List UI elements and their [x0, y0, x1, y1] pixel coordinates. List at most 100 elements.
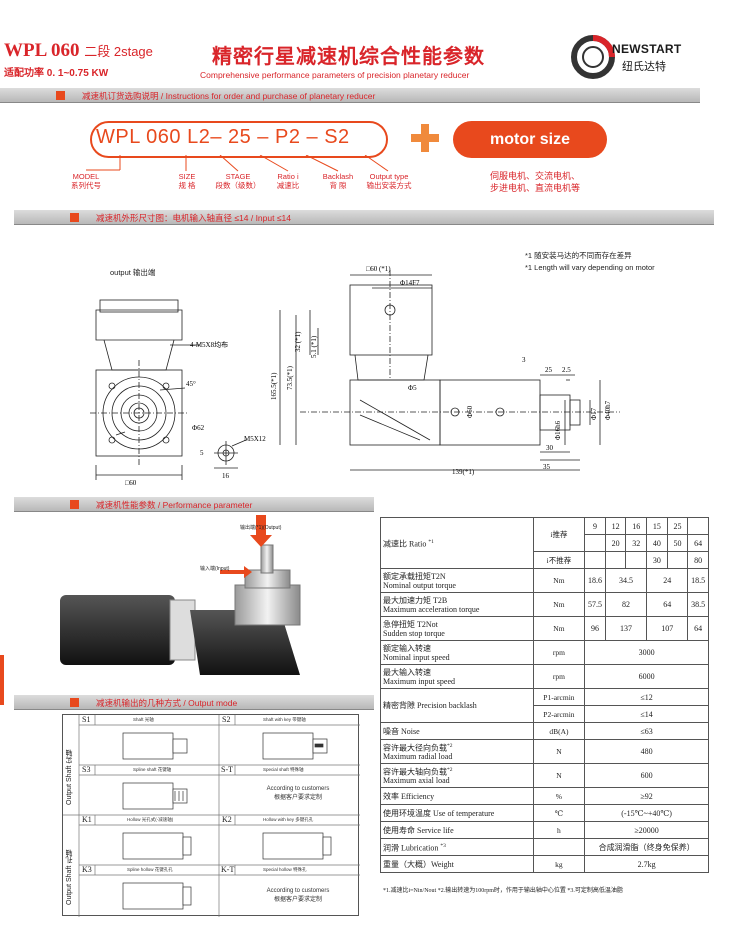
value-cell: 64 — [646, 592, 689, 617]
ratio-cell: 25 — [666, 517, 689, 535]
custom-hollow-note: According to customers 根据客户要求定制 — [238, 887, 358, 905]
spec-row-life: 使用寿命 Service life h ≥20000 — [380, 821, 709, 839]
noise-label: 噪音 Noise — [380, 722, 534, 740]
efficiency-unit: % — [532, 787, 586, 805]
section-output-mode-title: 减速机输出的几种方式 / Output mode — [96, 698, 238, 708]
axial-load-cn: 容许最大轴向负载 — [383, 767, 447, 777]
max-speed-en: Maximum input speed — [383, 676, 455, 686]
lubrication-label: 润滑 Lubrication *3 — [380, 838, 534, 856]
right-angle-housing — [190, 610, 300, 675]
mode-name-k1: Hollow 光孔式(-减速轴) — [127, 817, 174, 822]
label-backlash: Backlash 背 隙 — [320, 172, 356, 190]
mode-name-k2: Hollow with key 多键孔孔 — [263, 817, 314, 822]
radial-load-en: Maximum radial load — [383, 752, 453, 762]
value-cell: 34.5 — [604, 568, 648, 593]
ratio-label-text: 减速比 Ratio — [383, 539, 427, 549]
radial-load-unit: N — [532, 739, 586, 764]
radial-load-cn: 容许最大径向负载 — [383, 743, 447, 753]
dim-input-bore: Φ14F7 — [400, 279, 420, 287]
mode-name-k3: Spline hollow 花键孔孔 — [127, 867, 173, 872]
gear-logo-icon — [571, 35, 615, 79]
label-output-type: Output type 输出安装方式 — [362, 172, 416, 190]
label-backlash-cn: 背 隙 — [329, 181, 347, 190]
dim-motor-square: □60 (*1) — [366, 265, 391, 273]
i-recommend: i推荐 — [532, 517, 586, 552]
side-view — [279, 270, 620, 471]
input-end-note: 输入端(Input) — [200, 565, 230, 572]
input-speed-cn: 额定输入转速 — [383, 643, 431, 653]
max-speed-value: 6000 — [584, 664, 709, 689]
dim-output-total: 35 — [543, 463, 551, 471]
ratio-cell: 12 — [604, 517, 627, 535]
temperature-value: (-15℃~+40℃) — [584, 804, 709, 822]
weight-label: 重量（大概）Weight — [380, 855, 534, 873]
ratio-cell: 15 — [646, 517, 668, 535]
ratio-cell: 50 — [666, 534, 689, 552]
backlash-p2-value: ≤14 — [584, 705, 709, 723]
mode-code-k1: K1 — [82, 815, 92, 824]
mode-code-k3: K3 — [82, 865, 92, 874]
motor-size-box: motor size — [453, 121, 607, 158]
label-size-en: SIZE — [178, 172, 196, 181]
label-output-type-en: Output type — [369, 172, 409, 181]
model-name: WPL 060 — [4, 40, 80, 61]
section-bullet-icon — [70, 213, 79, 222]
noise-value: ≤63 — [584, 722, 709, 740]
dim-flange-offset: 5.1 (*1) — [310, 335, 318, 358]
brand-name: NEWSTART — [612, 42, 682, 56]
ratio-cell — [625, 551, 648, 569]
label-leader-lines — [86, 155, 389, 172]
section-bullet-icon — [56, 91, 65, 100]
ratio-cell — [584, 551, 606, 569]
dim-body-dia: Φ60 — [466, 405, 474, 418]
output-end-label: output 输出端 — [110, 268, 156, 277]
value-cell: 64 — [687, 616, 709, 641]
i-not-recommend: i不推荐 — [532, 551, 586, 569]
label-stage-cn: 段数（级数） — [215, 181, 261, 190]
page-title: 精密行星减速机综合性能参数 — [212, 44, 485, 68]
dim-shaft-length: 25 — [545, 366, 553, 374]
input-speed-en: Nominal input speed — [383, 652, 450, 662]
stop-torque-cn: 急停扭矩 T2Not — [383, 619, 438, 629]
ratio-cell: 40 — [646, 534, 668, 552]
output-mode-table: Output Shaft 实轴 Output Shaft 孔轴 S1 — [62, 714, 360, 917]
dim-shoulder: 2.5 — [562, 366, 571, 374]
dim-pcd: Φ62 — [192, 424, 205, 432]
power-range: 适配功率 0. 1~0.75 KW — [4, 68, 109, 79]
order-code: WPL 060 L2– 25 – P2 – S2 — [96, 126, 350, 148]
custom-shaft-note: According to customers 根据客户要求定制 — [238, 785, 358, 803]
dim-center-height: 73.5(*1) — [286, 365, 294, 390]
ratio-cell: 16 — [625, 517, 648, 535]
nominal-torque-unit: Nm — [532, 568, 586, 593]
spec-footnote: *1.减速比i=Nin/Nout *2.输出转速为100rpm时，作用于输出轴中… — [383, 888, 623, 894]
dim-key-dia: Φ5 — [408, 384, 417, 392]
axial-mark: *2 — [447, 766, 453, 773]
mode-name-st: Special shaft 特殊轴 — [263, 767, 304, 772]
dim-key-depth: 5 — [200, 449, 204, 457]
mode-name-s1: Shaft 光轴 — [133, 717, 154, 722]
arrow-right-icon — [220, 566, 252, 578]
label-model-en: MODEL — [72, 172, 100, 181]
max-speed-cn: 最大输入转速 — [383, 667, 431, 677]
value-cell: 82 — [604, 592, 648, 617]
axial-load-en: Maximum axial load — [383, 776, 450, 786]
ratio-cell — [604, 551, 627, 569]
motor-types: 伺服电机、交流电机、 步进电机、直流电机等 — [470, 170, 600, 194]
model-title: WPL 060 二段 2stage — [4, 40, 153, 62]
radial-mark: *2 — [447, 742, 453, 749]
mode-code-s2: S2 — [222, 715, 231, 724]
drawing-note: *1 随安装马达的不同而存在差异 *1 Length will vary dep… — [525, 250, 655, 274]
life-unit: h — [532, 821, 586, 839]
stop-torque-unit: Nm — [532, 616, 586, 641]
model-stage: 二段 2stage — [84, 44, 153, 59]
dim-output-length: 30 — [546, 444, 554, 452]
dim-total-height: 165.5(*1) — [270, 372, 278, 400]
